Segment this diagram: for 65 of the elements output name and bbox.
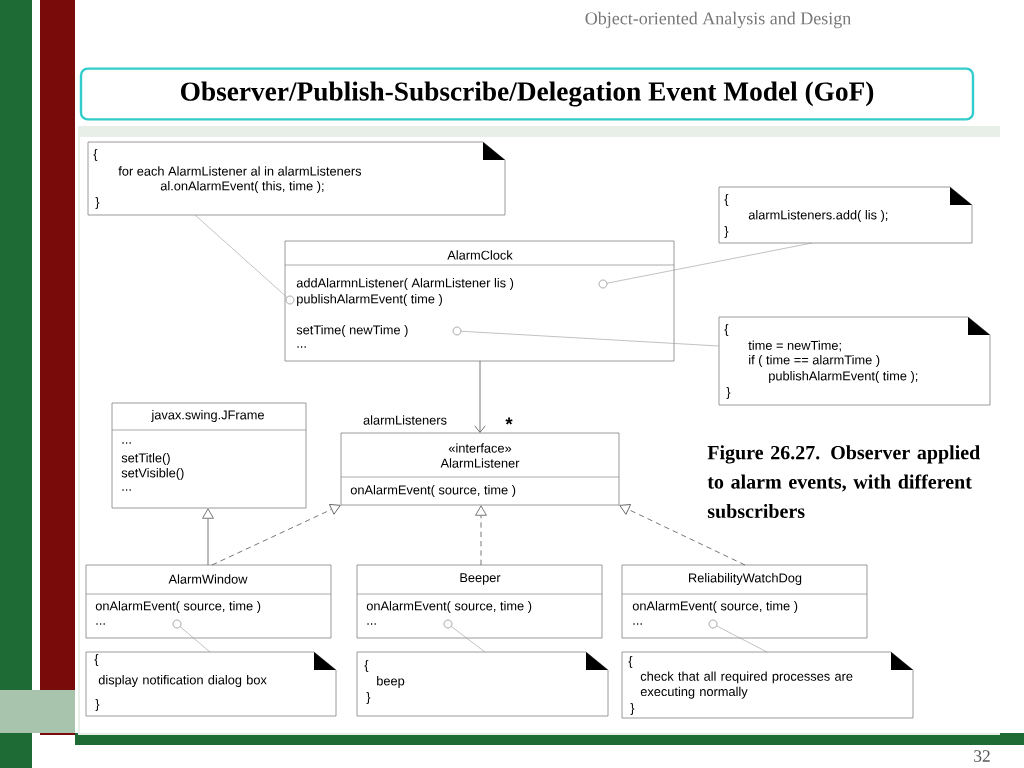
arrow (202, 508, 214, 566)
code-line: al.onAlarmEvent( this, time ); (160, 181, 324, 193)
class-box (284, 240, 675, 362)
code-line: { (724, 324, 729, 336)
operation-text: ... (96, 623, 105, 625)
operation-text: onAlarmEvent( source, time ) (632, 601, 798, 613)
class-box (621, 564, 868, 639)
note-box (621, 651, 914, 719)
note-box (356, 651, 609, 717)
multiplicity: * (505, 417, 513, 425)
code-line: { (628, 656, 633, 668)
operation-text: ... (633, 623, 642, 625)
code-line: } (366, 692, 371, 704)
code-line: } (724, 226, 729, 238)
note-box (718, 316, 991, 406)
code-line: } (630, 703, 635, 715)
arrow (475, 505, 487, 566)
class-name: AlarmListener (440, 458, 520, 468)
code-line: for each AlarmListener al in alarmListeners (118, 166, 362, 176)
note-box (85, 651, 337, 717)
code-line: } (726, 387, 731, 399)
code-line: publishAlarmEvent( time ); (769, 371, 918, 383)
code-line: time = newTime; (748, 340, 841, 352)
class-name: ReliabilityWatchDog (689, 573, 802, 585)
code-line: } (95, 699, 100, 711)
figure-caption: Figure 26.27. Observer applied to alarm events, with different subscribers (707, 445, 980, 519)
operation-text: setTime( newTime ) (296, 325, 408, 337)
code-line: { (93, 149, 98, 161)
code-line: { (94, 654, 99, 666)
operation-text: setVisible() (121, 468, 184, 480)
title-box: Observer/Publish-Subscribe/Delegation Event Model (GoF) (79, 67, 975, 121)
code-line: if ( time == alarmTime ) (749, 355, 880, 367)
class-name: Beeper (460, 573, 501, 585)
operation-text: addAlarmnListener( AlarmListener lis ) (296, 278, 514, 290)
operation-text: setTitle() (121, 453, 170, 465)
operation-text: ... (367, 623, 376, 625)
note-box (87, 141, 506, 216)
code-line: alarmListeners.add( lis ); (748, 210, 888, 222)
operation-text: publishAlarmEvent( time ) (297, 294, 442, 306)
operation-text: onAlarmEvent( source, time ) (95, 601, 261, 613)
code-line: { (364, 660, 369, 672)
class-box (340, 432, 620, 506)
operation-text: onAlarmEvent( source, time ) (350, 485, 516, 497)
class-name: javax.swing.JFrame (151, 410, 264, 422)
code-line: { (724, 194, 729, 206)
operation-text: ... (297, 346, 306, 348)
code-line: } (95, 197, 100, 209)
arrow (474, 360, 486, 433)
class-name: «interface» (448, 443, 512, 453)
arrow (619, 504, 746, 566)
class-box (356, 564, 603, 639)
class-name: AlarmClock (447, 250, 513, 260)
header-text: Object-oriented Analysis and Design (585, 11, 851, 29)
note-box (718, 186, 973, 244)
class-box (111, 402, 307, 509)
class-name: AlarmWindow (168, 574, 248, 584)
operation-text: onAlarmEvent( source, time ) (366, 601, 532, 613)
page-number: 32 (974, 750, 990, 762)
code-line: check that all required processes are executing normally (640, 671, 853, 699)
class-box (85, 564, 332, 639)
code-line: display notification dialog box (98, 675, 267, 687)
code-line: beep (377, 676, 405, 688)
operation-text: ... (122, 489, 131, 491)
operation-text: ... (122, 442, 131, 444)
arrow (211, 504, 341, 566)
